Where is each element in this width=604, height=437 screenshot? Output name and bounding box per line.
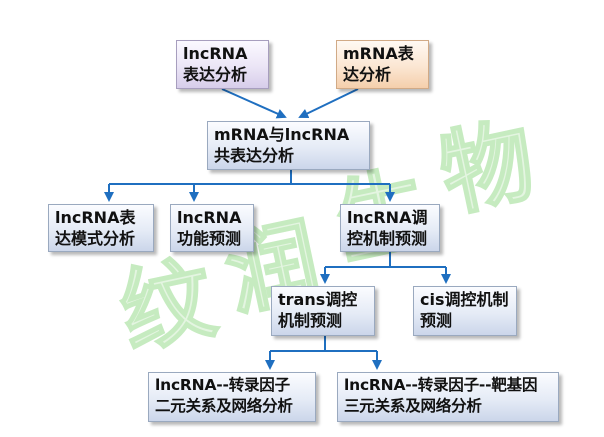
- node-cis-regulation-label: cis调控机制 预测: [420, 290, 509, 330]
- arrow-mrna-to-coexpr: [298, 88, 359, 119]
- node-coexpression: mRNA与lncRNA 共表达分析: [207, 121, 370, 170]
- node-cis-regulation: cis调控机制 预测: [413, 286, 517, 336]
- node-binary-network: lncRNA--转录因子 二元关系及网络分析: [148, 372, 316, 422]
- node-mrna-expression-label: mRNA表 达分析: [343, 44, 414, 84]
- node-trans-regulation: trans调控 机制预测: [271, 286, 375, 336]
- node-ternary-network-label: lncRNA--转录因子--靶基因 三元关系及网络分析: [344, 376, 538, 415]
- node-function-prediction-label: lncRNA 功能预测: [177, 208, 242, 248]
- node-function-prediction: lncRNA 功能预测: [170, 204, 254, 252]
- node-coexpression-label: mRNA与lncRNA 共表达分析: [214, 125, 350, 165]
- node-trans-regulation-label: trans调控 机制预测: [278, 290, 358, 330]
- node-regulation-prediction-label: lncRNA调 控机制预测: [347, 208, 428, 248]
- node-binary-network-label: lncRNA--转录因子 二元关系及网络分析: [155, 376, 293, 415]
- node-regulation-prediction: lncRNA调 控机制预测: [340, 204, 440, 252]
- arrow-lncrna-to-coexpr: [221, 88, 287, 119]
- node-expression-pattern-label: lncRNA表 达模式分析: [55, 208, 136, 248]
- node-mrna-expression: mRNA表 达分析: [336, 40, 429, 89]
- node-ternary-network: lncRNA--转录因子--靶基因 三元关系及网络分析: [337, 372, 559, 422]
- node-lncrna-expression: lncRNA 表达分析: [176, 40, 269, 89]
- node-expression-pattern: lncRNA表 达模式分析: [48, 204, 154, 252]
- node-lncrna-expression-label: lncRNA 表达分析: [183, 44, 248, 84]
